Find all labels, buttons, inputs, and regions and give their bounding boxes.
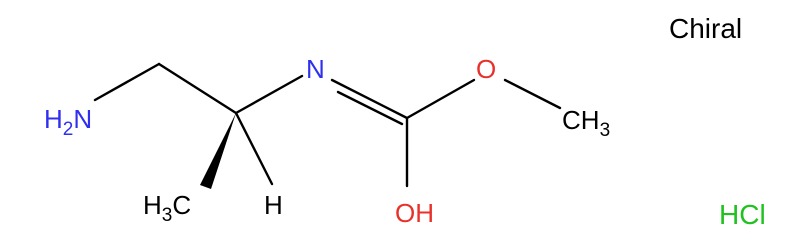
bond-imine-n-carbon [330, 78, 409, 120]
bond-layer [93, 62, 562, 188]
branch-methyl-h-glyph: H [143, 190, 162, 220]
hydroxyl-label: OH [395, 198, 434, 228]
methyl-count: 3 [600, 120, 611, 141]
amine-h-glyph: H [44, 104, 63, 134]
chiral-label: Chiral [669, 13, 742, 44]
imine-n-label: N [306, 54, 325, 84]
bond-carbon-ester-o [405, 78, 476, 120]
bond-imine-n-carbon-double [336, 90, 404, 126]
branch-methyl-count: 3 [162, 205, 173, 226]
bond-ch2-stereocenter [157, 62, 238, 115]
bond-ester-o-methyl [503, 78, 562, 110]
methyl-group-label: CH3 [562, 105, 610, 141]
bond-amine-ch2 [93, 62, 161, 102]
bond-stereocenter-h [234, 111, 274, 186]
stereo-h-label: H [264, 190, 283, 220]
ester-o-label: O [476, 54, 496, 84]
branch-methyl-c-glyph: C [172, 190, 191, 220]
bond-stereocenter-imine-n [234, 74, 304, 115]
amine-n-glyph: N [73, 104, 92, 134]
methyl-c-glyph: CH [562, 105, 600, 135]
amine-h-count: 2 [63, 119, 74, 140]
salt-label: HCl [719, 199, 766, 230]
wedge-bond-methyl [200, 113, 236, 189]
amine-group-label: H2N [44, 104, 92, 140]
branch-methyl-label: H3C [143, 190, 191, 226]
